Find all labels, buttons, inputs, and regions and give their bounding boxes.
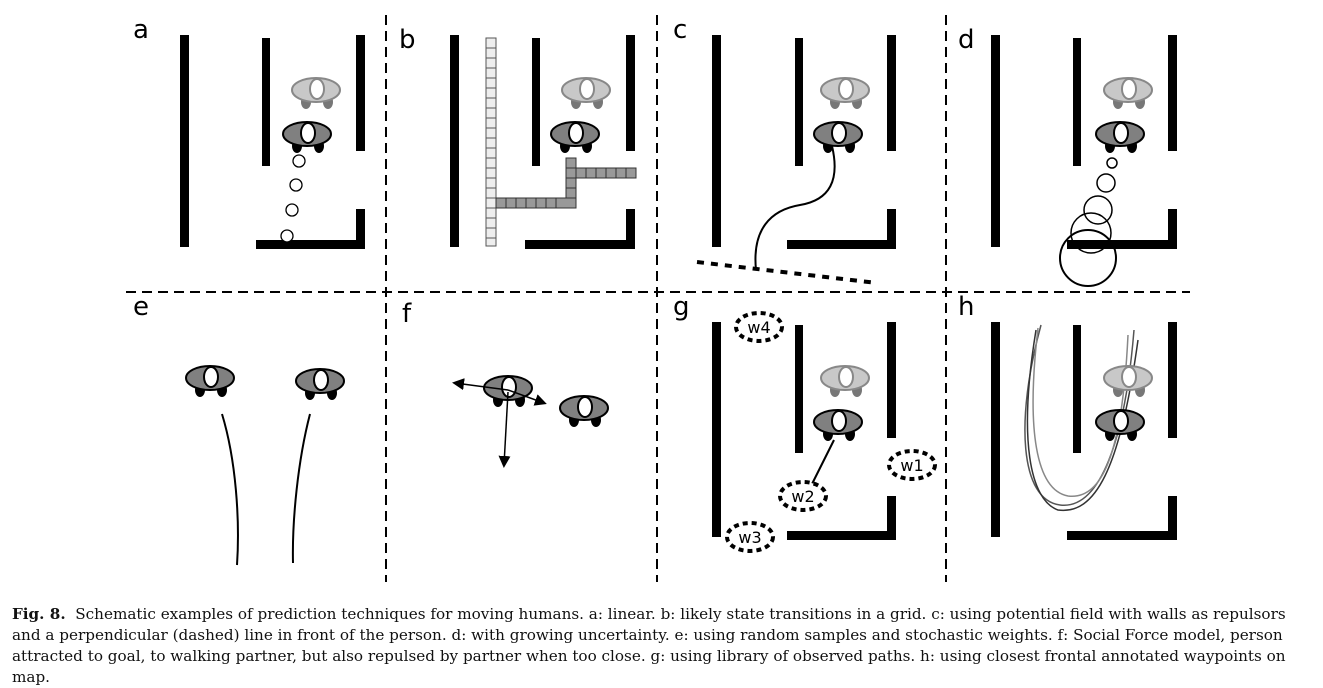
grid-vertical-light [485,37,497,247]
panel-g: w4 w1 w2 w3 [712,311,937,553]
person-partner [559,395,609,428]
walls [712,322,896,540]
panel-c [696,35,896,285]
panel-label-a: a [133,15,149,45]
uncertainty-circles [1059,157,1118,287]
person-current [282,121,332,154]
walls [991,322,1177,540]
walls [180,35,365,249]
person-future [820,365,870,398]
waypoint-w2: w2 [778,480,828,512]
sample-path-1 [221,413,239,566]
walls [712,35,896,249]
panel-label-f: f [402,299,412,329]
waypoint-w4: w4 [734,311,784,343]
panel-dividers [126,15,1190,582]
panel-label-d: d [958,25,975,55]
person-1 [185,365,235,398]
panel-label-b: b [399,25,416,55]
person-future [1103,77,1153,110]
panel-label-h: h [958,292,974,322]
person-current [813,409,863,442]
path-to-waypoint [811,439,835,485]
person-current [550,121,600,154]
panel-label-c: c [673,15,687,45]
force-arrows [452,378,547,468]
svg-text:w2: w2 [791,487,814,506]
panel-d [991,35,1177,287]
svg-text:w1: w1 [900,456,923,475]
person-future [291,77,341,110]
panel-label-g: g [673,292,690,322]
person-current [1095,121,1145,154]
figure-caption: Fig. 8. Schematic examples of prediction… [12,604,1312,688]
figure-diagram: a b c d e f g h [126,15,1190,582]
person-2 [295,368,345,401]
grid-path-dark [495,157,637,209]
caption-text: Schematic examples of prediction techniq… [12,605,1286,686]
walls [991,35,1177,249]
figure-label: Fig. 8. [12,605,66,623]
walls [450,35,635,249]
sample-path-2 [291,413,311,564]
panel-a [180,35,365,249]
perpendicular-dashed-line [696,260,878,285]
panel-b [450,35,637,249]
waypoint-w1: w1 [887,449,937,481]
person-future [561,77,611,110]
panel-label-e: e [133,292,149,322]
person-future [1103,365,1153,398]
svg-text:w4: w4 [747,318,770,337]
linear-prediction-circles [280,154,306,243]
waypoint-w3: w3 [725,521,775,553]
potential-field-path [754,145,836,271]
person-current [813,121,863,154]
panel-f [452,375,609,468]
person-future [820,77,870,110]
panel-h [991,322,1177,540]
panel-e [185,365,345,566]
svg-text:w3: w3 [738,528,761,547]
